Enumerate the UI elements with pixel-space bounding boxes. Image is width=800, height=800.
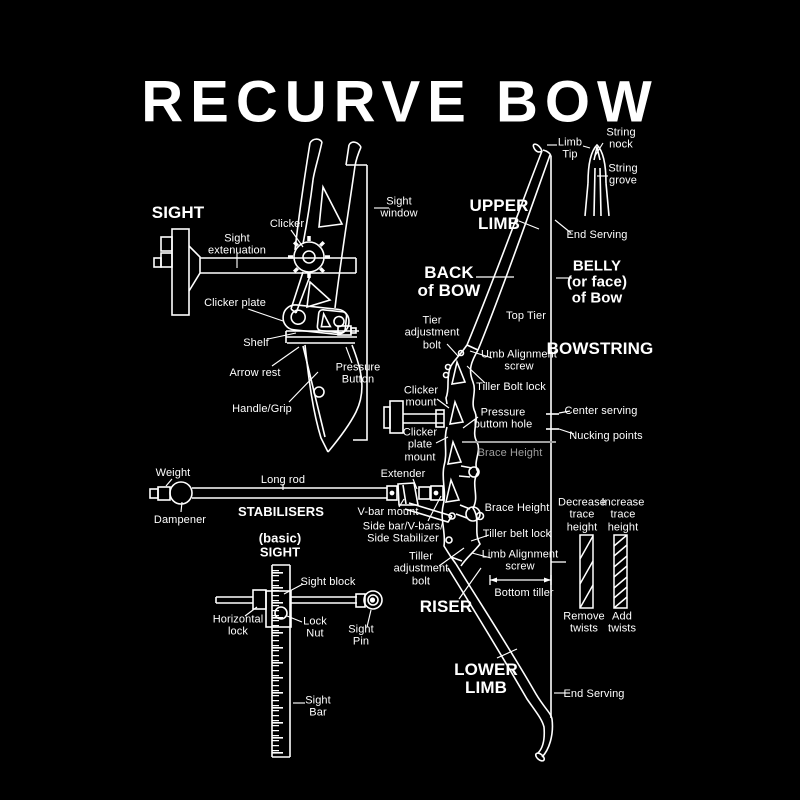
label-limb-tip: Limb Tip [557, 136, 583, 161]
label-tier-adjustment-bolt: Tier adjustment bolt [404, 314, 460, 352]
label-lock-nut: Lock Nut [303, 615, 327, 640]
label-pressure-button: Pressure Button [335, 361, 381, 386]
label-extender: Extender [380, 467, 426, 480]
label-dampener: Dampener [153, 513, 207, 526]
label-end-serving-top: End Serving [566, 228, 628, 241]
label-arrow-rest: Arrow rest [229, 366, 281, 379]
label-clicker-mount: Clicker mount [403, 384, 439, 409]
riser-front-detail-drawing [282, 138, 368, 453]
label-add-twists: Add twists [607, 610, 637, 635]
label-back-of-bow: BACK of BOW [417, 263, 481, 300]
label-pressure-buttom-hole: Pressure buttom hole [473, 406, 533, 431]
label-horizontal-lock: Horizontal lock [212, 613, 264, 638]
label-sight-window: Sight window [380, 195, 418, 220]
label-belly-of-bow: BELLY (or face) of Bow [566, 257, 628, 306]
label-stabilisers-heading: STABILISERS [237, 503, 325, 519]
label-side-bar: Side bar/V-bars/ Side Stabilizer [362, 520, 444, 545]
label-sight-heading: SIGHT [151, 203, 205, 223]
label-tiller-belt-lock: Tiller belt lock [482, 527, 552, 540]
stabiliser-drawing [149, 481, 453, 523]
twist-diagram-decrease [579, 534, 594, 609]
label-string-nock: String nock [606, 126, 636, 151]
label-nucking-points: Nucking points [569, 429, 643, 442]
label-decrease-trace-height: Decrease trace height [558, 496, 606, 534]
label-shelf: Shelf [243, 336, 269, 349]
label-tiller-bolt-lock: Tiller Bolt lock [476, 380, 546, 393]
basic-sight-drawing [215, 564, 383, 758]
limb-tip-detail-drawing [584, 143, 610, 217]
label-increase-trace-height: Increase trace height [601, 496, 645, 534]
label-v-bar-mount: V-bar mount [357, 505, 419, 518]
label-sight-block: Sight block [300, 575, 356, 588]
label-string-grove: String grove [608, 162, 638, 187]
label-brace-height-lower: Brace Height [484, 501, 550, 514]
page-title: RECURVE BOW [141, 69, 659, 135]
label-bottom-tiller: Bottom tiller [494, 586, 554, 599]
label-sight-bar: Sight Bar [305, 694, 331, 719]
dimension-lines [462, 441, 566, 585]
label-tiller-adjustment-bolt: Tiller adjustment bolt [393, 550, 449, 588]
label-clicker-plate: Clicker plate [204, 296, 266, 309]
label-limb-alignment-screw: Limb Alignment screw [481, 548, 559, 573]
label-riser: RISER [419, 597, 473, 617]
label-weight: Weight [155, 466, 191, 479]
label-upper-limb: UPPER LIMB [469, 196, 529, 233]
label-sight-extenuation: Sight extenuation [208, 232, 266, 257]
label-lower-limb: LOWER LIMB [454, 660, 518, 697]
label-clicker-plate-mount: Clicker plate mount [402, 426, 438, 464]
label-center-serving: Center serving [564, 404, 638, 417]
label-remove-twists: Remove twists [563, 610, 605, 635]
label-handle-grip: Handle/Grip [232, 402, 292, 415]
twist-diagram-increase [613, 534, 628, 609]
label-long-rod: Long rod [260, 473, 306, 486]
label-top-tier: Top Tier [506, 309, 546, 322]
bow-side-view-drawing [383, 143, 559, 762]
label-bowstring: BOWSTRING [546, 339, 654, 359]
label-umb-alignment-screw: Umb Alignment screw [481, 348, 557, 373]
label-clicker: Clicker [269, 217, 305, 230]
label-sight-pin: Sight Pin [348, 623, 374, 648]
bottom-tiller-dimension [489, 575, 552, 585]
leader-lines [165, 142, 608, 704]
clicker-gear-teeth [288, 236, 330, 278]
label-end-serving-bottom: End Serving [563, 687, 625, 700]
clicker-mount-drawing [383, 400, 445, 434]
sight-mount-drawing [153, 228, 357, 316]
label-brace-height-upper: Brace Height [477, 446, 543, 459]
label-basic-sight-heading: (basic) SIGHT [258, 530, 302, 560]
